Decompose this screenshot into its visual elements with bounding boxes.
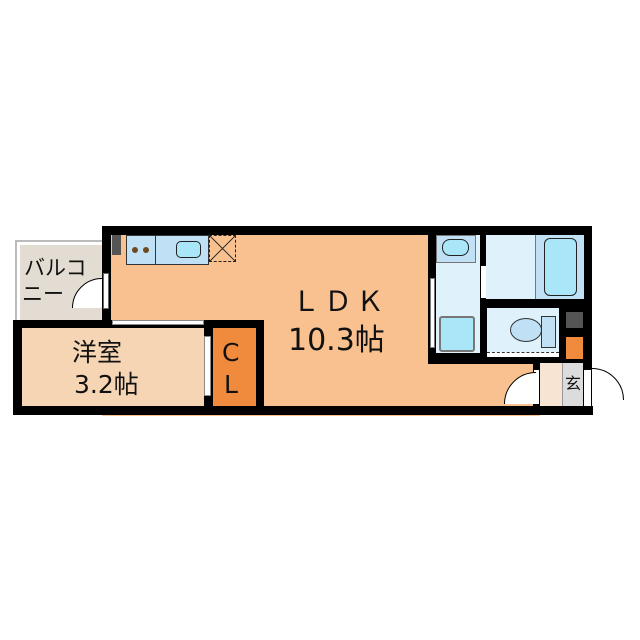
balcony-label-line2: ニー: [22, 282, 64, 306]
entry-floor: [540, 363, 562, 406]
western-room-size: 3.2帖: [74, 370, 139, 399]
shoe-box: [566, 337, 583, 359]
western-sliding-door[interactable]: [112, 320, 204, 325]
wall-bottom: [13, 406, 593, 415]
western-room-name: 洋室: [72, 338, 123, 367]
washroom-sliding-door[interactable]: [430, 278, 435, 348]
closet-label-line1: C: [222, 338, 240, 367]
room-closet: [213, 328, 256, 406]
balcony-label-line1: バルコ: [24, 256, 87, 280]
wall-western-left: [13, 320, 22, 415]
front-door[interactable]: [584, 370, 591, 406]
ldk-room-name: ＬＤＫ: [292, 285, 389, 318]
closet-door[interactable]: [204, 336, 211, 396]
room-western: [22, 328, 204, 406]
toilet-tank-icon: [541, 316, 556, 348]
ldk-room-size: 10.3帖: [288, 323, 385, 358]
toilet-sliding-door[interactable]: [487, 352, 559, 357]
washer-space: [209, 235, 236, 262]
genkan: [562, 363, 583, 406]
closet-label-line2: L: [224, 370, 238, 399]
burner-icon: [143, 247, 149, 253]
wall-top: [102, 226, 592, 235]
balcony-sliding-door[interactable]: [103, 273, 109, 309]
bathroom-door[interactable]: [481, 266, 486, 298]
storage-dark: [566, 312, 583, 328]
bathtub-icon: [544, 238, 577, 296]
washing-machine: [439, 316, 475, 352]
entry-door-interior[interactable]: [534, 370, 539, 404]
washbasin-icon: [442, 239, 469, 256]
toilet-bowl-icon: [510, 318, 542, 342]
burner-icon: [132, 247, 138, 253]
kitchen-stove: [126, 235, 156, 265]
sink-icon: [176, 241, 201, 258]
genkan-label: 玄: [565, 374, 582, 393]
fridge-space: [112, 235, 121, 255]
